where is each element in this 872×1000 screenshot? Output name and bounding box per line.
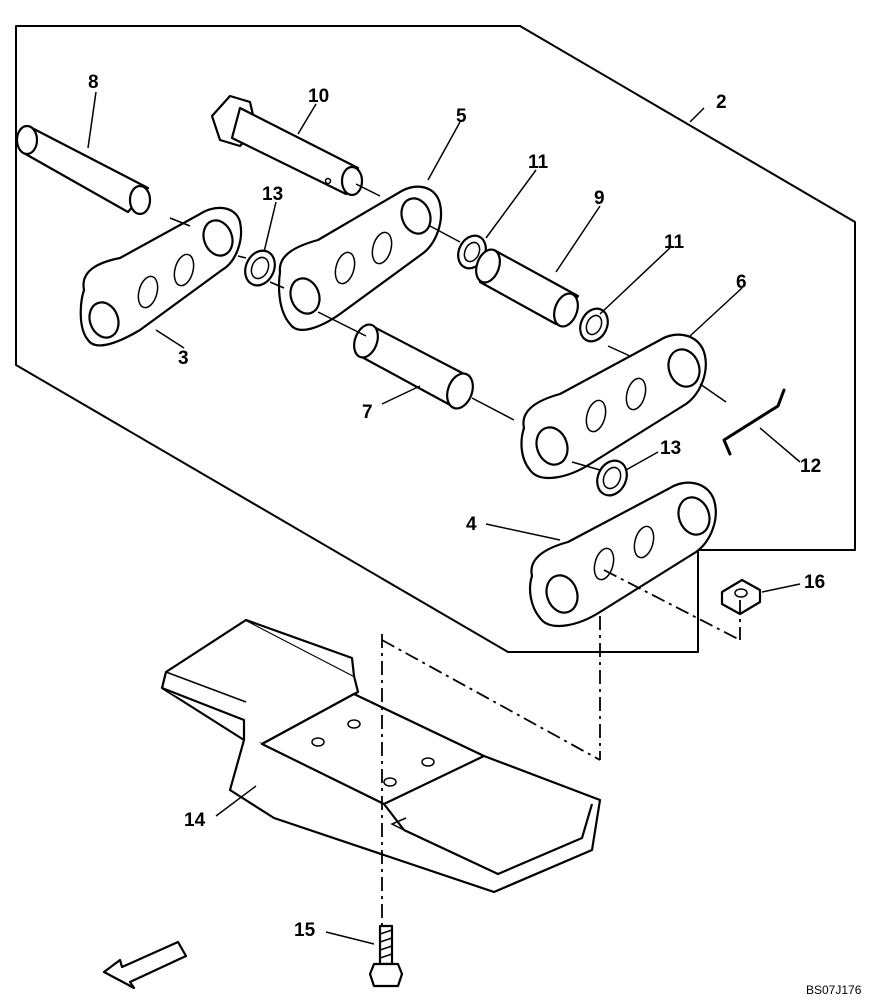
callout-15: 15 — [294, 920, 316, 941]
callout-12: 12 — [800, 456, 821, 477]
callout-7: 7 — [362, 402, 373, 423]
callout-3: 3 — [178, 348, 189, 369]
front-direction-arrow-icon — [102, 940, 188, 990]
callout-2: 2 — [716, 92, 727, 113]
callout-13-a: 13 — [262, 184, 283, 205]
callout-14: 14 — [184, 810, 206, 831]
callout-9: 9 — [594, 188, 605, 209]
callout-11-b: 11 — [664, 232, 685, 253]
track-shoe-part-14 — [160, 618, 602, 894]
bushing-part-9 — [475, 248, 580, 328]
bushing-part-7 — [353, 323, 474, 410]
pin-part-12 — [722, 388, 786, 456]
assembly-boundary — [15, 25, 856, 653]
washer-part-13-lower — [596, 459, 628, 497]
leader-lines — [87, 91, 801, 945]
washer-part-13-upper — [244, 249, 276, 287]
callout-5: 5 — [456, 106, 467, 127]
link-part-4 — [529, 481, 717, 627]
callout-6: 6 — [736, 272, 747, 293]
link-part-3 — [79, 206, 243, 347]
link-part-6 — [520, 333, 707, 479]
callout-8: 8 — [88, 72, 99, 93]
assembly-lines — [169, 183, 741, 930]
callout-4: 4 — [466, 514, 477, 535]
callout-13-b: 13 — [660, 438, 681, 459]
callout-16: 16 — [804, 572, 825, 593]
bolt-pin-part-10 — [210, 94, 364, 197]
drawing-code: BS07J176 — [806, 983, 862, 997]
bolt-part-15 — [368, 924, 404, 988]
callout-10: 10 — [308, 86, 329, 107]
callout-11-a: 11 — [528, 152, 549, 173]
nut-part-16 — [720, 578, 762, 616]
washer-part-11-b — [579, 307, 609, 343]
pin-part-8 — [15, 124, 152, 216]
link-part-5 — [277, 185, 443, 331]
